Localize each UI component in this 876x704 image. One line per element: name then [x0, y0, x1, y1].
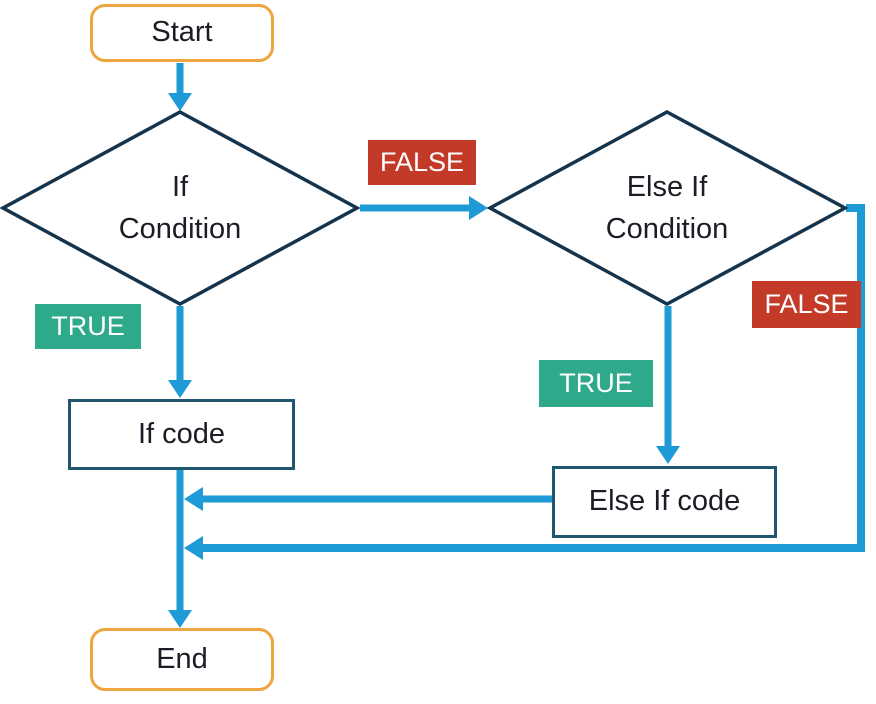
start-node-label: Start	[151, 16, 213, 49]
if-condition-diamond	[0, 110, 361, 306]
if-false-badge-label: FALSE	[379, 147, 465, 177]
if-true-badge-label: TRUE	[51, 311, 125, 341]
else-if-condition-label-line1: Else If	[626, 171, 708, 203]
start-node: Start	[90, 4, 274, 62]
else-if-code-node-label: Else If code	[588, 485, 741, 518]
if-code-node: If code	[68, 399, 295, 470]
else-if-true-badge: TRUE	[539, 360, 653, 407]
arrowhead-elseifcode-to-merge	[184, 487, 203, 511]
else-if-condition-label: Else If Condition	[567, 166, 767, 250]
end-node: End	[90, 628, 274, 691]
arrowhead-elseif-false-path	[184, 536, 203, 560]
arrowhead-if-false-to-elseif	[469, 196, 488, 220]
edge-elseif-false-path	[202, 204, 865, 552]
arrowhead-start-to-if	[168, 93, 192, 111]
arrowhead-elseif-true-to-elseifcode	[656, 446, 680, 464]
if-condition-label-line1: If	[171, 171, 189, 203]
if-condition-label: If Condition	[80, 166, 280, 250]
if-condition-label-line2: Condition	[118, 213, 242, 245]
if-code-node-label: If code	[137, 417, 226, 450]
else-if-false-badge: FALSE	[752, 281, 861, 328]
end-node-label: End	[156, 642, 208, 675]
arrowhead-if-true-to-ifcode	[168, 380, 192, 398]
arrowhead-merge-to-end	[168, 610, 192, 628]
else-if-condition-label-line2: Condition	[605, 213, 729, 245]
if-true-badge: TRUE	[35, 304, 141, 349]
else-if-code-node: Else If code	[552, 466, 777, 538]
else-if-true-badge-label: TRUE	[559, 368, 633, 398]
if-false-badge: FALSE	[368, 140, 476, 185]
else-if-false-badge-label: FALSE	[764, 289, 849, 319]
else-if-condition-diamond	[486, 110, 849, 306]
